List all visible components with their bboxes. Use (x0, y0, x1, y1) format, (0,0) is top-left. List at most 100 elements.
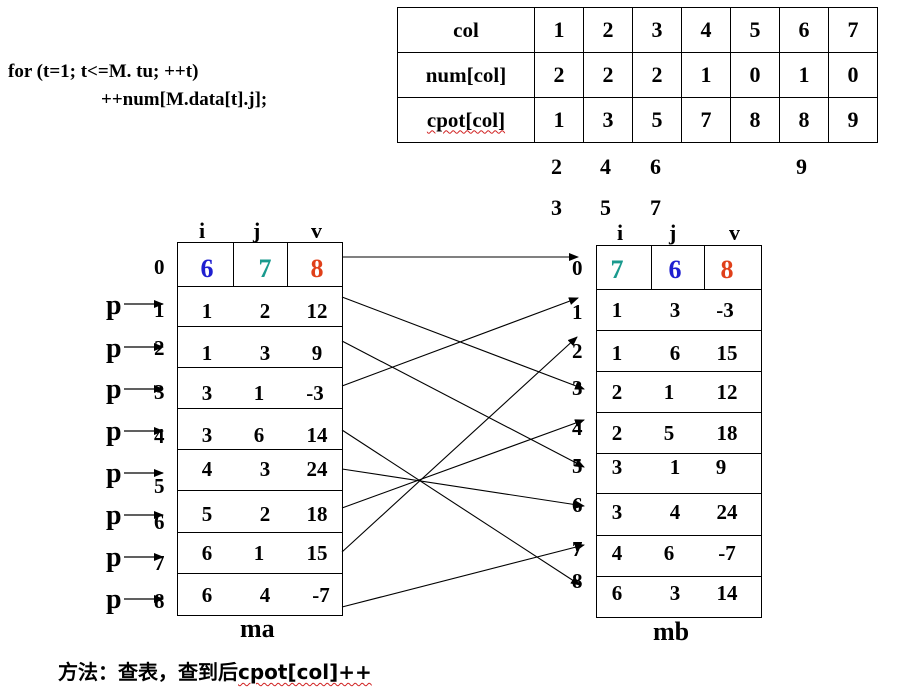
cpot-row-label: cpot[col] (397, 97, 535, 143)
mb-row7-j: 6 (663, 541, 675, 565)
mb-row4-v: 18 (716, 421, 738, 445)
mb-table-name: mb (653, 617, 690, 646)
ma-row8-i: 6 (201, 583, 213, 607)
mb-row5-v: 9 (715, 455, 727, 479)
num-cell: 1 (681, 52, 731, 98)
mb-col-divider (704, 245, 705, 289)
ma-row-divider (177, 449, 342, 450)
ma-row7-i: 6 (201, 541, 213, 565)
ma-row8-j: 4 (259, 583, 271, 607)
code-line-1: for (t=1; t<=M. tu; ++t) (8, 61, 199, 82)
ma-row-divider (177, 326, 342, 327)
ma-row7-j: 1 (253, 541, 265, 565)
col-num-cpot-table: col 1 2 3 4 5 6 7 num[col] 2 2 2 1 0 1 0… (397, 7, 878, 143)
cpot-cell: 3 (583, 97, 633, 143)
mb-row-divider (596, 535, 761, 536)
col-cell: 3 (632, 7, 682, 53)
pointer-label: p (106, 416, 122, 447)
mb-col-divider (651, 245, 652, 289)
code-line-2: ++num[M.data[t].j]; (101, 89, 268, 110)
mb-row-divider (596, 330, 761, 331)
mb-row6-j: 4 (669, 500, 681, 524)
cpot-progress-2-3: 7 (650, 195, 661, 220)
ma-row6-v: 18 (306, 502, 328, 526)
mb-index-4: 4 (572, 416, 583, 440)
mb-header-row-j: 6 (668, 255, 682, 284)
mb-header-row-i: 7 (610, 255, 624, 284)
mb-header-v: v (729, 220, 740, 245)
mb-index-2: 2 (572, 339, 583, 363)
ma-index-6: 6 (154, 510, 165, 534)
col-cell: 7 (828, 7, 878, 53)
ma-header-row-v: 8 (310, 254, 324, 283)
pointer-label: p (106, 458, 122, 489)
ma-row4-i: 3 (201, 423, 213, 447)
map-arrow-5 (341, 468, 585, 509)
mb-header-i: i (617, 220, 624, 245)
ma-index-1: 1 (154, 298, 165, 322)
ma-row2-v: 9 (311, 341, 323, 365)
ma-row-divider (177, 408, 342, 409)
mapping-arrows (341, 253, 585, 608)
ma-row1-v: 12 (306, 299, 328, 323)
mb-row3-i: 2 (611, 380, 623, 404)
ma-row8-v: -7 (312, 583, 330, 607)
mb-row-divider (596, 453, 761, 454)
cpot-progress-2-1: 3 (551, 195, 562, 220)
mb-row2-i: 1 (611, 341, 623, 365)
mb-row2-v: 15 (716, 341, 738, 365)
num-row: num[col] 2 2 2 1 0 1 0 (397, 52, 878, 98)
ma-row6-j: 2 (259, 502, 271, 526)
mb-row5-j: 1 (669, 455, 681, 479)
mb-row4-i: 2 (611, 421, 623, 445)
pointer-label: p (106, 290, 122, 321)
ma-row-divider (177, 532, 342, 533)
mb-row3-v: 12 (716, 380, 738, 404)
map-arrow-4 (341, 429, 581, 586)
ma-row2-i: 1 (201, 341, 213, 365)
mb-row-divider (596, 576, 761, 577)
ma-row1-j: 2 (259, 299, 271, 323)
cpot-cell: 8 (730, 97, 780, 143)
mb-row-divider (596, 371, 761, 372)
mb-row7-v: -7 (718, 541, 736, 565)
map-arrow-7 (341, 336, 578, 553)
ma-index-4: 4 (154, 424, 165, 448)
cpot-row: cpot[col] 1 3 5 7 8 8 9 (397, 97, 878, 143)
cpot-cell: 1 (534, 97, 584, 143)
ma-header-row-i: 6 (200, 254, 214, 283)
method-note: 方法：查表，查到后cpot[col]++ (58, 660, 372, 684)
ma-row3-i: 3 (201, 381, 213, 405)
map-arrow-1 (341, 296, 585, 390)
ma-row7-v: 15 (306, 541, 328, 565)
mb-row1-i: 1 (611, 298, 623, 322)
col-cell: 4 (681, 7, 731, 53)
mb-table (596, 245, 762, 618)
pointer-label: p (106, 500, 122, 531)
ma-header-v: v (311, 218, 322, 243)
ma-col-divider (233, 242, 234, 286)
cpot-cell: 8 (779, 97, 829, 143)
ma-row4-v: 14 (306, 423, 328, 447)
mb-row1-j: 3 (669, 298, 681, 322)
mb-row1-v: -3 (716, 298, 734, 322)
mb-index-1: 1 (572, 300, 583, 324)
cpot-progress-2-2: 5 (600, 195, 611, 220)
num-row-label: num[col] (397, 52, 535, 98)
ma-row-divider (177, 573, 342, 574)
mb-row2-j: 6 (669, 341, 681, 365)
mb-row-divider (596, 289, 761, 290)
ma-row-divider (177, 367, 342, 368)
num-cell: 2 (534, 52, 584, 98)
pointer-label: p (106, 374, 122, 405)
map-arrow-3 (341, 297, 579, 387)
ma-index-5: 5 (154, 474, 165, 498)
ma-row2-j: 3 (259, 341, 271, 365)
pointer-label: p (106, 542, 122, 573)
mb-row6-i: 3 (611, 500, 623, 524)
ma-row-divider (177, 286, 342, 287)
ma-row3-j: 1 (253, 381, 265, 405)
mb-header-row-v: 8 (720, 255, 734, 284)
mb-row8-j: 3 (669, 581, 681, 605)
